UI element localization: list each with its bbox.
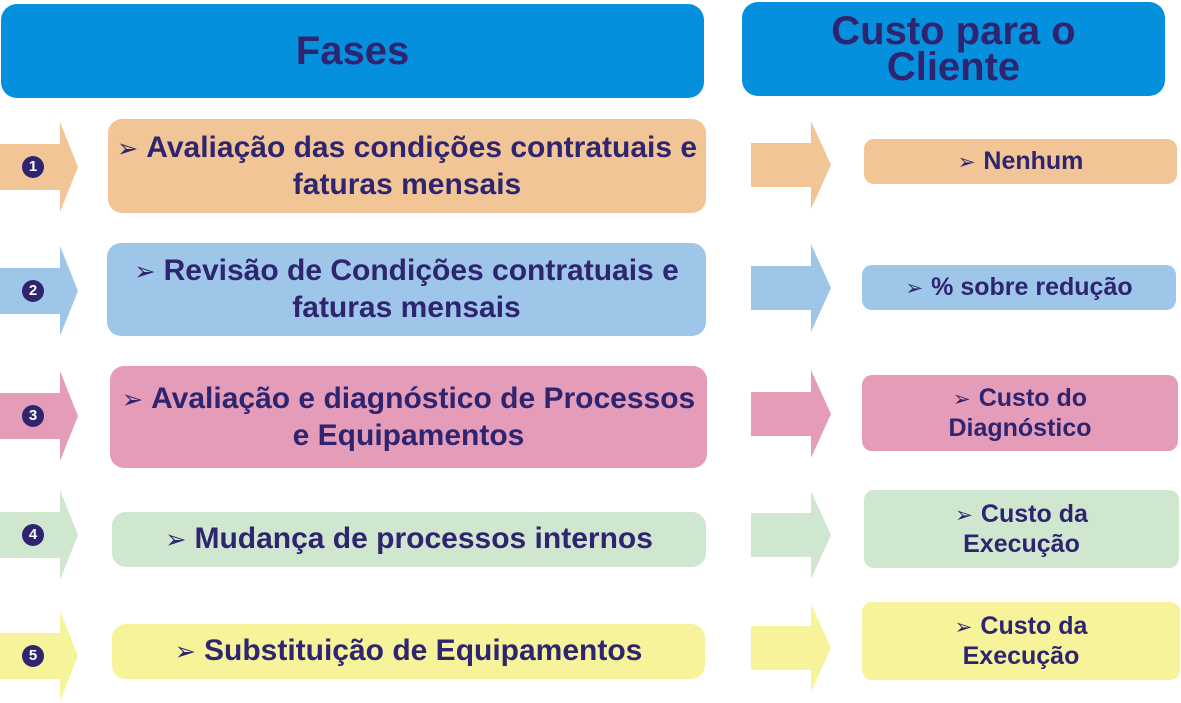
phase-box-5: ➢Substituição de Equipamentos [112, 624, 705, 679]
cost-text-1: ➢Nenhum [957, 146, 1084, 175]
step-number-1: 1 [22, 156, 44, 178]
right-arrow-icon [751, 604, 831, 692]
phase-box-1: ➢Avaliação das condições contratuais e f… [108, 119, 706, 213]
right-arrow-icon [751, 370, 831, 458]
right-arrow-icon [751, 121, 831, 209]
step-number-5: 5 [22, 645, 44, 667]
cost-text-2: ➢% sobre redução [905, 272, 1133, 301]
bullet-icon: ➢ [952, 386, 971, 411]
row-arrow-5: 5 [0, 611, 78, 701]
cost-box-2: ➢% sobre redução [862, 265, 1176, 310]
phases-header: Fases [1, 4, 704, 98]
step-number-4: 4 [22, 524, 44, 546]
bullet-icon: ➢ [905, 275, 924, 300]
cost-header-title: Custo para o Cliente [831, 9, 1076, 89]
cost-box-3: ➢Custo do Diagnóstico [862, 375, 1178, 451]
bullet-icon: ➢ [955, 502, 973, 527]
right-arrow-icon [751, 491, 831, 579]
cost-text-5: ➢Custo da Execução [954, 611, 1088, 670]
phase-box-3: ➢Avaliação e diagnóstico de Processos e … [110, 366, 707, 468]
row-arrow-4: 4 [0, 490, 78, 580]
phase-box-2: ➢Revisão de Condições contratuais e fatu… [107, 243, 706, 336]
cost-box-5: ➢Custo da Execução [862, 602, 1180, 680]
phases-header-title: Fases [295, 28, 410, 73]
right-arrow-icon [751, 244, 831, 332]
phase-text-5: ➢Substituição de Equipamentos [174, 634, 643, 667]
phase-text-3: ➢Avaliação e diagnóstico de Processos e … [121, 381, 696, 452]
row-arrow-1: 1 [0, 122, 78, 212]
cost-box-1: ➢Nenhum [864, 139, 1177, 184]
bullet-icon: ➢ [116, 134, 139, 163]
cost-header: Custo para o Cliente [742, 2, 1165, 96]
row-arrow-2: 2 [0, 246, 78, 336]
phase-box-4: ➢Mudança de processos internos [112, 512, 706, 567]
cost-text-4: ➢Custo da Execução [955, 499, 1088, 558]
cost-text-3: ➢Custo do Diagnóstico [948, 383, 1092, 442]
phase-text-2: ➢Revisão de Condições contratuais e fatu… [134, 254, 679, 324]
bullet-icon: ➢ [174, 638, 196, 666]
bullet-icon: ➢ [165, 526, 187, 554]
step-number-2: 2 [22, 280, 44, 302]
bullet-icon: ➢ [134, 258, 156, 286]
row-arrow-3: 3 [0, 371, 78, 461]
step-number-3: 3 [22, 405, 44, 427]
bullet-icon: ➢ [121, 385, 144, 414]
phase-text-1: ➢Avaliação das condições contratuais e f… [116, 130, 698, 201]
phase-text-4: ➢Mudança de processos internos [165, 522, 653, 555]
bullet-icon: ➢ [954, 614, 973, 639]
cost-box-4: ➢Custo da Execução [864, 490, 1179, 568]
bullet-icon: ➢ [957, 149, 976, 174]
